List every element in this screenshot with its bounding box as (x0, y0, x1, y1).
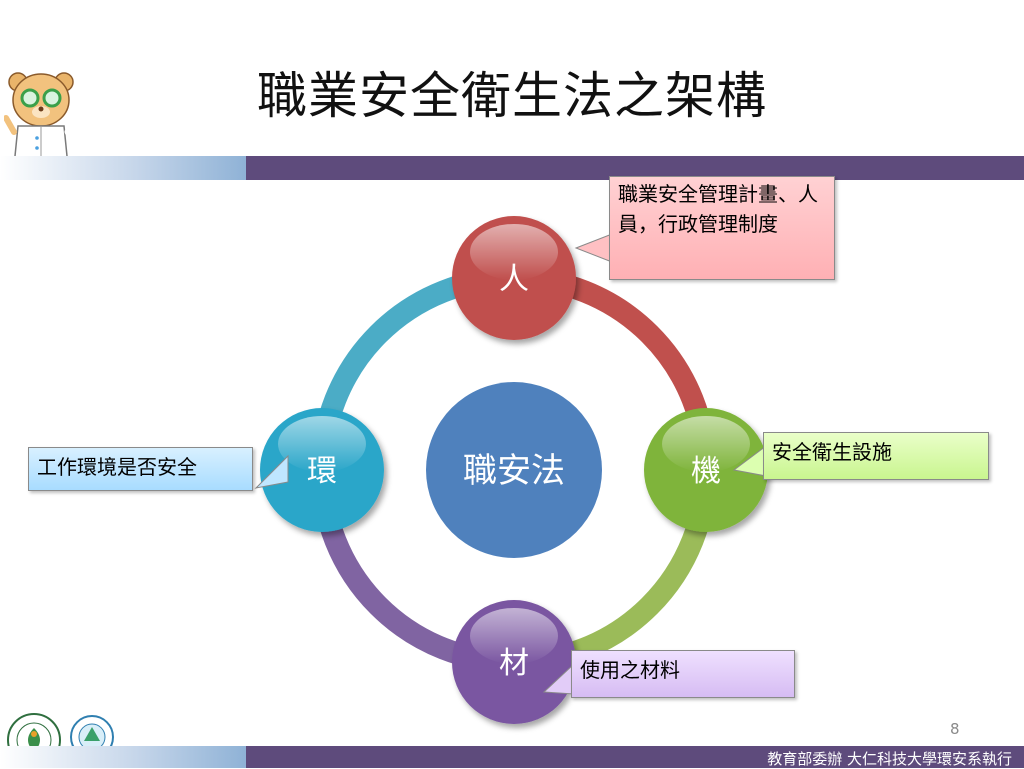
node-environment-label: 環 (307, 454, 337, 489)
node-material-gloss (470, 608, 558, 664)
callout-people: 職業安全管理計畫、人員，行政管理制度 (609, 176, 835, 280)
node-material-label: 材 (499, 646, 529, 681)
page-number: 8 (950, 720, 960, 738)
slide-title: 職業安全衛生法之架構 (257, 67, 767, 125)
callout-people-tail (574, 233, 613, 263)
node-people-gloss (470, 224, 558, 280)
callout-environment: 工作環境是否安全 (28, 447, 253, 491)
node-environment-gloss (278, 416, 366, 472)
node-machine-gloss (662, 416, 750, 472)
callout-machine: 安全衛生設施 (763, 432, 989, 480)
node-people-label: 人 (499, 262, 529, 297)
node-material: 材 (452, 600, 576, 724)
node-machine-label: 機 (691, 454, 721, 489)
footer-credit: 教育部委辦 大仁科技大學環安系執行 (767, 750, 1012, 768)
center-circle (426, 382, 602, 558)
node-machine: 機 (644, 408, 768, 532)
footer-band (0, 746, 1024, 768)
center-label: 職安法 (463, 451, 565, 491)
callout-material: 使用之材料 (571, 650, 795, 698)
callout-environment-tail (254, 454, 289, 489)
node-people: 人 (452, 216, 576, 340)
node-environment: 環 (260, 408, 384, 532)
header-band (0, 156, 1024, 180)
mascot-illustration (4, 72, 78, 175)
